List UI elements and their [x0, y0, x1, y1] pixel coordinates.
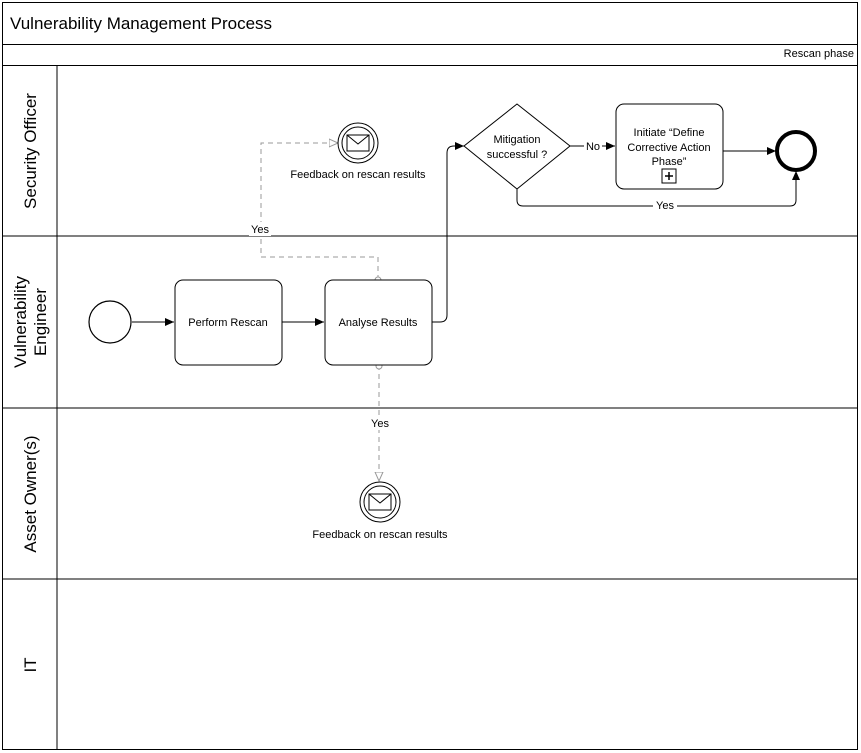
- message-event-security-label: Feedback on rescan results: [290, 169, 426, 181]
- label-no: No: [586, 141, 600, 153]
- message-event-owner-label: Feedback on rescan results: [312, 529, 448, 541]
- lane-vulnerability: Vulnerability: [11, 276, 30, 368]
- label-yes-gateway: Yes: [656, 200, 674, 212]
- start-event[interactable]: [88, 300, 132, 344]
- phase-header: Rescan phase: [2, 44, 858, 66]
- gateway-label-line1: Mitigation: [493, 134, 540, 146]
- pool-header: Vulnerability Management Process: [2, 2, 858, 45]
- lane-engineer: Engineer: [31, 288, 50, 356]
- subprocess-plus-icon[interactable]: [661, 168, 677, 184]
- message-flow-to-security: [260, 143, 379, 280]
- task-initiate-line2: Corrective Action: [627, 142, 710, 154]
- envelope-icon: [368, 493, 392, 511]
- task-initiate-line3: Phase”: [652, 156, 687, 168]
- task-initiate-corrective-action[interactable]: Initiate “Define Corrective Action Phase…: [615, 103, 724, 190]
- message-event-security[interactable]: [337, 122, 379, 164]
- lanes: Security Officer Vulnerability Engineer …: [2, 66, 858, 750]
- phase-label: Rescan phase: [783, 48, 854, 60]
- lane-it: IT: [21, 657, 40, 672]
- gateway-label-line2: successful ?: [487, 149, 548, 161]
- lane-asset-owners: Asset Owner(s): [21, 435, 40, 552]
- lane-security-officer: Security Officer: [21, 93, 40, 209]
- message-event-owner[interactable]: [359, 481, 401, 523]
- task-initiate-line1: Initiate “Define: [634, 127, 705, 139]
- task-analyse-results-label: Analyse Results: [339, 317, 418, 329]
- envelope-icon: [346, 134, 370, 152]
- flow-analyse-to-gateway: [432, 142, 464, 323]
- gateway-mitigation[interactable]: Mitigation successful ?: [463, 103, 571, 190]
- label-yes-security: Yes: [251, 224, 269, 236]
- diagram-title: Vulnerability Management Process: [10, 14, 273, 33]
- end-event[interactable]: [775, 130, 817, 172]
- task-perform-rescan[interactable]: Perform Rescan: [174, 279, 283, 366]
- task-perform-rescan-label: Perform Rescan: [188, 317, 267, 329]
- label-yes-owner: Yes: [371, 418, 389, 430]
- task-analyse-results[interactable]: Analyse Results: [324, 279, 433, 366]
- flow-labels: Yes Yes No Yes: [249, 140, 677, 430]
